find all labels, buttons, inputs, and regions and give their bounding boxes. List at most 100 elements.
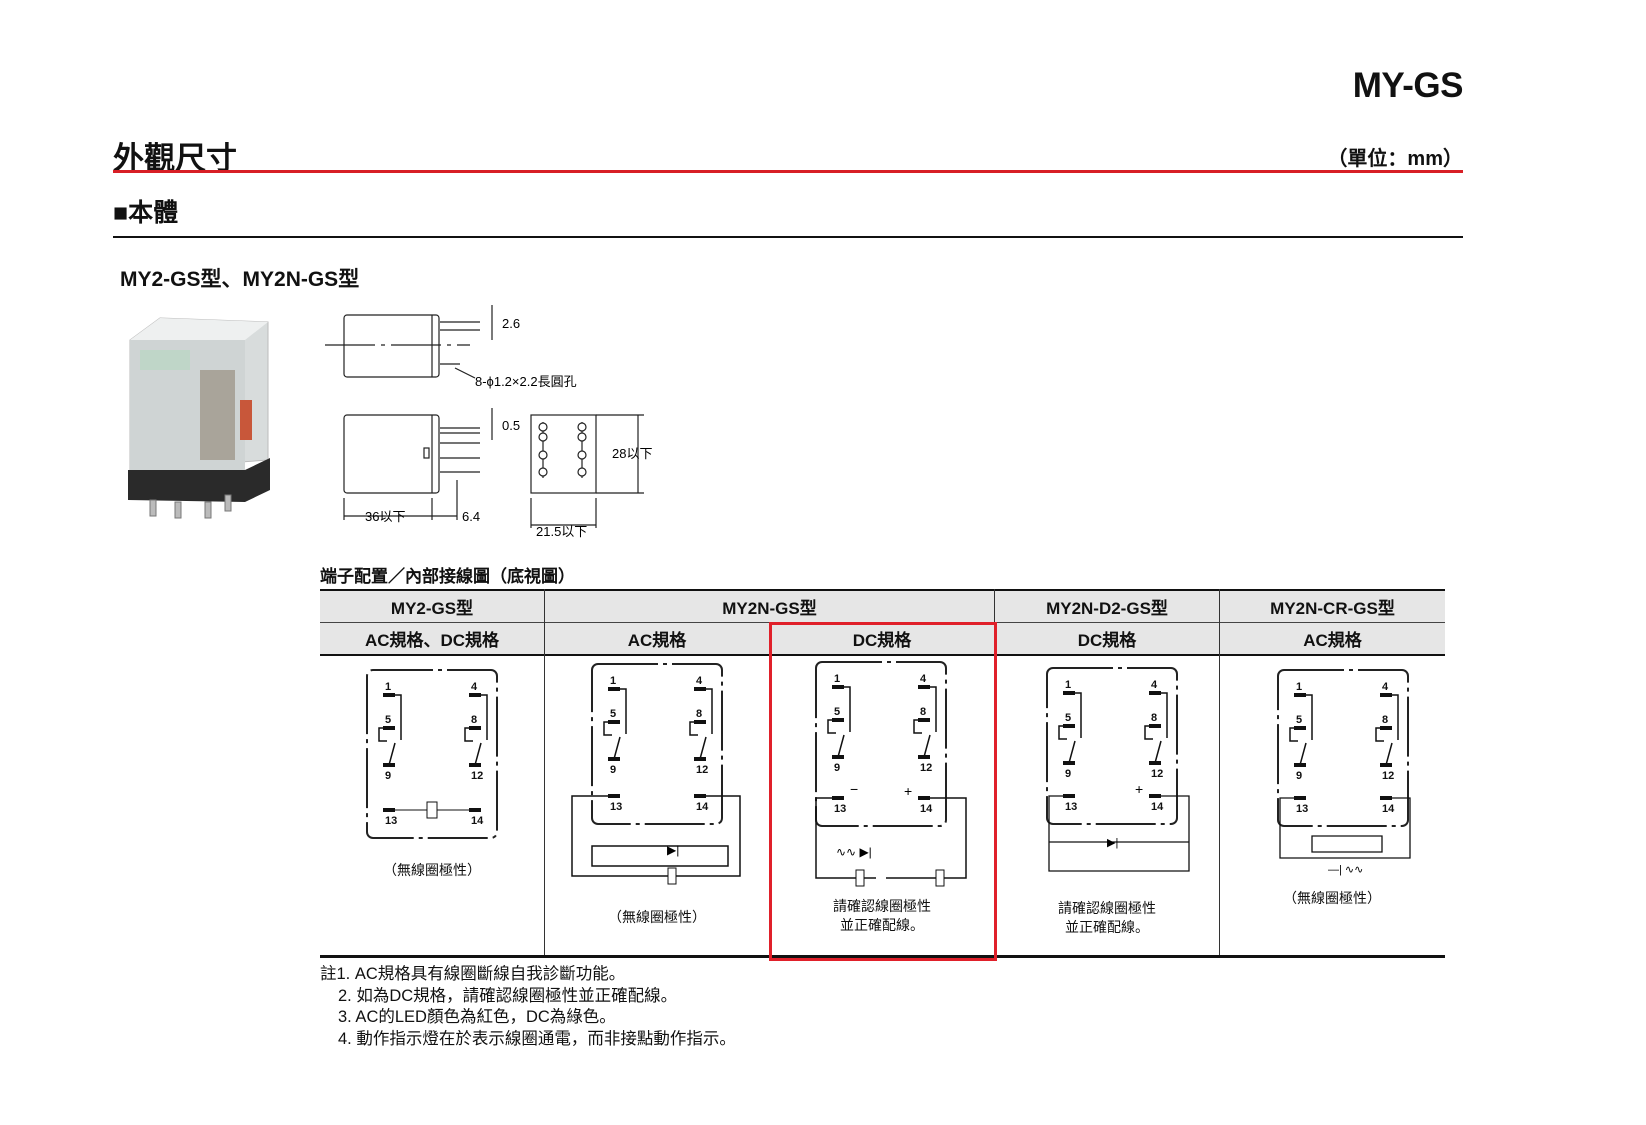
terminal-1 (1294, 693, 1306, 697)
terminal-5 (832, 718, 844, 722)
terminal-13 (383, 808, 395, 812)
terminal-9 (1063, 761, 1075, 765)
coil-icon (426, 801, 438, 819)
terminal-9 (383, 763, 395, 767)
terminal-label: 5 (1296, 714, 1302, 726)
group-header-my2n-d2-gs: MY2N-D2-GS型 (995, 591, 1219, 622)
relay-outline (1277, 669, 1409, 827)
terminal-4 (1149, 691, 1161, 695)
group-header-my2-gs: MY2-GS型 (320, 591, 544, 622)
terminal-label: 4 (1151, 679, 1158, 691)
terminal-4 (1380, 693, 1392, 697)
subsection-title: MY2-GS型、MY2N-GS型 (120, 268, 360, 291)
terminal-12 (694, 757, 706, 761)
terminal-14 (918, 796, 930, 800)
resistor-icon: ∿∿ ▶| (836, 845, 872, 859)
polarity-plus: + (904, 783, 912, 799)
terminal-5 (1294, 726, 1306, 730)
caption: 請確認線圈極性 並正確配線。 (1058, 900, 1156, 935)
resistor-icon: —| ∿∿ (1328, 864, 1363, 876)
dimension-drawing: 2.6 8-ϕ1.2×2.2長圓孔 0.5 28以下 36以下 6.4 21.5… (325, 305, 652, 539)
terminal-label: 13 (610, 801, 622, 813)
terminal-label: 8 (471, 714, 477, 726)
terminal-label: 9 (1065, 768, 1071, 780)
terminal-13 (832, 796, 844, 800)
terminal-13 (608, 794, 620, 798)
group-header-my2n-gs: MY2N-GS型 (545, 591, 994, 622)
terminal-13 (1063, 794, 1075, 798)
terminal-8 (694, 720, 706, 724)
polarity-minus: − (850, 781, 858, 797)
terminal-label: 8 (1382, 714, 1388, 726)
terminal-label: 8 (920, 706, 926, 718)
section-divider (113, 236, 1463, 238)
terminal-8 (1380, 726, 1392, 730)
notes: 註1. AC規格具有線圈斷線自我診斷功能。 2. 如為DC規格，請確認線圈極性並… (320, 964, 736, 1050)
dim-pin-thickness: 0.5 (502, 418, 520, 433)
terminal-label: 13 (1296, 803, 1308, 815)
terminal-label: 13 (385, 815, 397, 827)
terminal-5 (608, 720, 620, 724)
spec-header: AC規格、DC規格 (320, 623, 544, 654)
terminal-5 (1063, 724, 1075, 728)
terminal-8 (1149, 724, 1161, 728)
note-3: 3. AC的LED顏色為紅色，DC為綠色。 (338, 1008, 616, 1026)
dim-height: 28以下 (612, 446, 652, 461)
terminal-12 (918, 755, 930, 759)
terminal-label: 13 (1065, 801, 1077, 813)
unit-label: （單位：mm） (1327, 148, 1463, 170)
terminal-label: 13 (834, 803, 846, 815)
terminal-label: 12 (1151, 768, 1163, 780)
caption: （無線圈極性） (608, 909, 706, 925)
terminal-4 (694, 687, 706, 691)
terminal-label: 14 (1382, 803, 1395, 815)
terminal-label: 12 (471, 770, 483, 782)
terminal-14 (469, 808, 481, 812)
pin-marks (538, 422, 587, 477)
note-2: 2. 如為DC規格，請確認線圈極性並正確配線。 (338, 986, 678, 1005)
terminal-label: 14 (696, 801, 709, 813)
d2-circuit (1048, 795, 1190, 872)
dim-width: 21.5以下 (536, 524, 587, 539)
terminal-12 (469, 763, 481, 767)
dim-hole: 8-ϕ1.2×2.2長圓孔 (475, 374, 577, 389)
terminal-9 (1294, 763, 1306, 767)
terminal-1 (608, 687, 620, 691)
terminal-label: 14 (920, 803, 933, 815)
note-4: 4. 動作指示燈在於表示線圈通電，而非接點動作指示。 (338, 1029, 736, 1048)
terminal-label: 9 (610, 764, 616, 776)
terminal-label: 14 (471, 815, 484, 827)
spec-header: AC規格 (1220, 623, 1445, 654)
caption: 請確認線圈極性 並正確配線。 (833, 898, 931, 933)
terminal-label: 5 (385, 714, 391, 726)
terminal-label: 12 (696, 764, 708, 776)
terminal-label: 8 (696, 708, 702, 720)
terminal-label: 9 (385, 770, 391, 782)
terminal-14 (1380, 796, 1392, 800)
terminal-13 (1294, 796, 1306, 800)
terminal-8 (918, 718, 930, 722)
led-icon: ▶| (667, 843, 679, 857)
terminal-label: 1 (610, 675, 616, 687)
dim-pin-pitch: 2.6 (502, 316, 520, 331)
terminal-label: 1 (1065, 679, 1071, 691)
terminal-label: 4 (920, 673, 927, 685)
terminal-label: 5 (834, 706, 840, 718)
relay-outline (815, 661, 947, 827)
terminal-14 (1149, 794, 1161, 798)
dim-length: 36以下 (365, 509, 405, 524)
terminal-1 (832, 685, 844, 689)
terminal-4 (918, 685, 930, 689)
terminal-14 (694, 794, 706, 798)
section-title: ■本體 (113, 199, 179, 227)
terminal-5 (383, 726, 395, 730)
terminal-label: 1 (834, 673, 840, 685)
terminal-label: 5 (610, 708, 616, 720)
caption: （無線圈極性） (383, 862, 481, 878)
spec-header: DC規格 (995, 623, 1219, 654)
